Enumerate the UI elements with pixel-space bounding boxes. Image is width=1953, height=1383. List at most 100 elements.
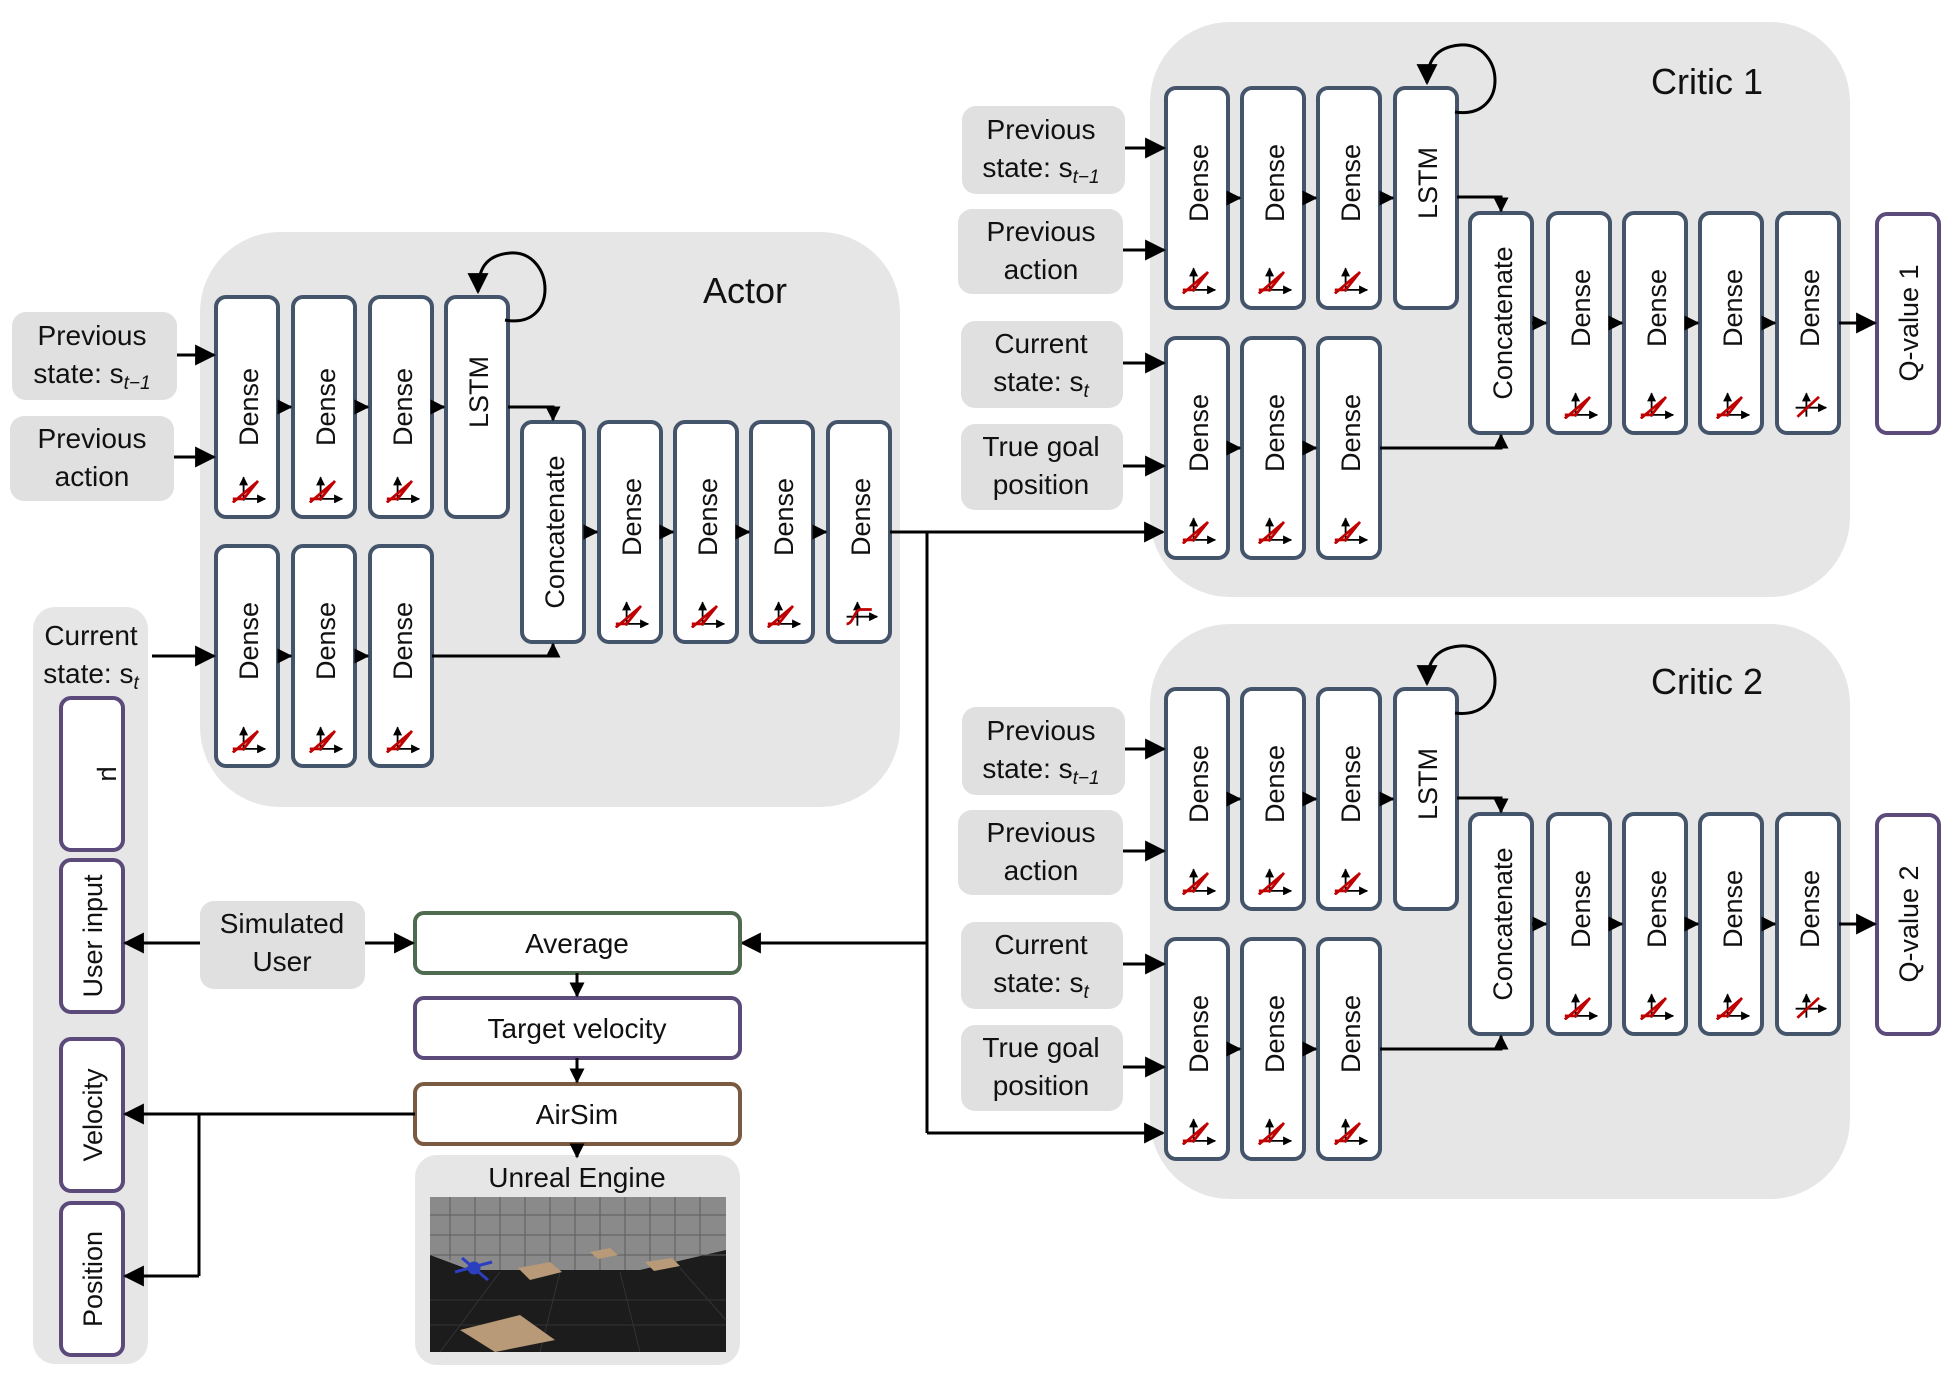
svg-text:Dense: Dense	[311, 602, 341, 680]
actor-concatenate: Concatenate	[520, 420, 586, 644]
svg-text:state: st−1: state: st−1	[33, 358, 150, 394]
svg-text:Dense: Dense	[846, 478, 876, 556]
target-velocity-box: Target velocity	[413, 996, 742, 1060]
svg-text:Dense: Dense	[693, 478, 723, 556]
svg-text:position: position	[993, 1070, 1090, 1101]
state-panel-title: Current	[44, 620, 138, 651]
state-panel-subtitle: state: st	[43, 658, 139, 694]
svg-text:True goal: True goal	[982, 431, 1099, 462]
svg-text:Dense: Dense	[1718, 269, 1748, 347]
svg-text:Dense: Dense	[1184, 394, 1214, 472]
actor-lstm-loop	[467, 251, 547, 323]
svg-text:Position: Position	[78, 1231, 108, 1327]
actor-dense-3c: Dense	[749, 420, 815, 644]
actor-input-prev-state: Previous state: st−1	[12, 312, 177, 400]
svg-text:Dense: Dense	[1184, 995, 1214, 1073]
airsim-box: AirSim	[413, 1082, 742, 1146]
critic2-input-goal: True goal position	[961, 1025, 1123, 1111]
unreal-engine-scene	[430, 1197, 727, 1353]
svg-text:Concatenate: Concatenate	[1488, 847, 1518, 1000]
svg-text:Target velocity: Target velocity	[488, 1013, 667, 1044]
svg-text:Dense: Dense	[1795, 870, 1825, 948]
svg-text:Dense: Dense	[388, 368, 418, 446]
critic1-output: Q-value 1	[1875, 212, 1941, 435]
svg-text:LSTM: LSTM	[1413, 147, 1443, 219]
svg-text:Previous: Previous	[987, 817, 1096, 848]
critic1-dense-3b: Dense	[1622, 211, 1688, 435]
critic1-input-goal: True goal position	[961, 424, 1123, 510]
svg-text:Previous: Previous	[987, 715, 1096, 746]
actor-dense-2c: Dense	[368, 544, 434, 768]
svg-text:Dense: Dense	[1260, 394, 1290, 472]
state-item-velocity: Velocity	[59, 1037, 125, 1193]
svg-text:LSTM: LSTM	[1413, 748, 1443, 820]
svg-text:action: action	[1004, 855, 1079, 886]
critic1-dense-3c: Dense	[1698, 211, 1764, 435]
critic2-dense-3d: Dense	[1775, 812, 1841, 1036]
critic1-dense-1b: Dense	[1240, 86, 1306, 310]
critic2-dense-2a: Dense	[1164, 937, 1230, 1161]
svg-text:Dense: Dense	[1336, 995, 1366, 1073]
critic1-dense-3a: Dense	[1546, 211, 1612, 435]
critic1-input-current-state: Current state: st	[961, 321, 1123, 408]
actor-dense-3d-output: Dense	[826, 420, 892, 644]
critic2-output: Q-value 2	[1875, 813, 1941, 1036]
state-item-mu: μ	[59, 696, 126, 852]
svg-text:Previous: Previous	[38, 320, 147, 351]
critic2-dense-3c: Dense	[1698, 812, 1764, 1036]
svg-text:Average: Average	[525, 928, 629, 959]
svg-text:Dense: Dense	[1184, 745, 1214, 823]
critic2-input-prev-state: Previous state: st−1	[962, 707, 1125, 795]
svg-text:Unreal Engine: Unreal Engine	[488, 1162, 665, 1193]
svg-text:state: st: state: st	[993, 366, 1089, 402]
critic1-dense-2c: Dense	[1316, 336, 1382, 560]
svg-text:action: action	[55, 461, 130, 492]
svg-text:Simulated: Simulated	[220, 908, 345, 939]
critic1-dense-1c: Dense	[1316, 86, 1382, 310]
critic1-concatenate: Concatenate	[1468, 211, 1534, 435]
svg-text:Dense: Dense	[1642, 870, 1672, 948]
critic2-input-current-state: Current state: st	[961, 922, 1123, 1009]
critic1-lstm: LSTM	[1393, 86, 1459, 310]
svg-text:Q-value 1: Q-value 1	[1894, 264, 1924, 381]
svg-text:Dense: Dense	[1260, 995, 1290, 1073]
actor-lstm: LSTM	[444, 295, 510, 519]
critic1-input-prev-state: Previous state: st−1	[962, 106, 1125, 194]
svg-text:Previous: Previous	[987, 114, 1096, 145]
critic2-dense-3b: Dense	[1622, 812, 1688, 1036]
svg-text:Current: Current	[994, 929, 1088, 960]
critic2-dense-1a: Dense	[1164, 687, 1230, 911]
critic1-input-prev-action: Previous action	[958, 209, 1123, 294]
svg-text:Dense: Dense	[311, 368, 341, 446]
svg-text:Dense: Dense	[388, 602, 418, 680]
critic2-title: Critic 2	[1651, 661, 1763, 702]
critic2-concatenate: Concatenate	[1468, 812, 1534, 1036]
svg-text:Dense: Dense	[1642, 269, 1672, 347]
svg-text:Previous: Previous	[38, 423, 147, 454]
actor-dense-3b: Dense	[673, 420, 739, 644]
critic1-dense-1a: Dense	[1164, 86, 1230, 310]
svg-text:Dense: Dense	[1184, 144, 1214, 222]
svg-text:Dense: Dense	[1795, 269, 1825, 347]
actor-dense-1a: Dense	[214, 295, 280, 519]
svg-text:True goal: True goal	[982, 1032, 1099, 1063]
actor-dense-1c: Dense	[368, 295, 434, 519]
svg-text:state: st−1: state: st−1	[982, 753, 1099, 789]
svg-text:state: st−1: state: st−1	[982, 152, 1099, 188]
critic2-input-prev-action: Previous action	[958, 810, 1123, 895]
svg-text:Dense: Dense	[617, 478, 647, 556]
svg-text:Dense: Dense	[234, 602, 264, 680]
svg-text:User input: User input	[78, 874, 108, 998]
critic2-dense-1c: Dense	[1316, 687, 1382, 911]
svg-text:Dense: Dense	[234, 368, 264, 446]
svg-text:Previous: Previous	[987, 216, 1096, 247]
actor-dense-2a: Dense	[214, 544, 280, 768]
svg-text:Concatenate: Concatenate	[540, 455, 570, 608]
svg-text:μ: μ	[96, 766, 126, 782]
svg-text:Concatenate: Concatenate	[1488, 246, 1518, 399]
svg-text:Dense: Dense	[1260, 745, 1290, 823]
critic1-title: Critic 1	[1651, 61, 1763, 102]
svg-text:Dense: Dense	[1260, 144, 1290, 222]
svg-text:User: User	[252, 946, 311, 977]
state-item-user-input: User input	[59, 858, 125, 1014]
